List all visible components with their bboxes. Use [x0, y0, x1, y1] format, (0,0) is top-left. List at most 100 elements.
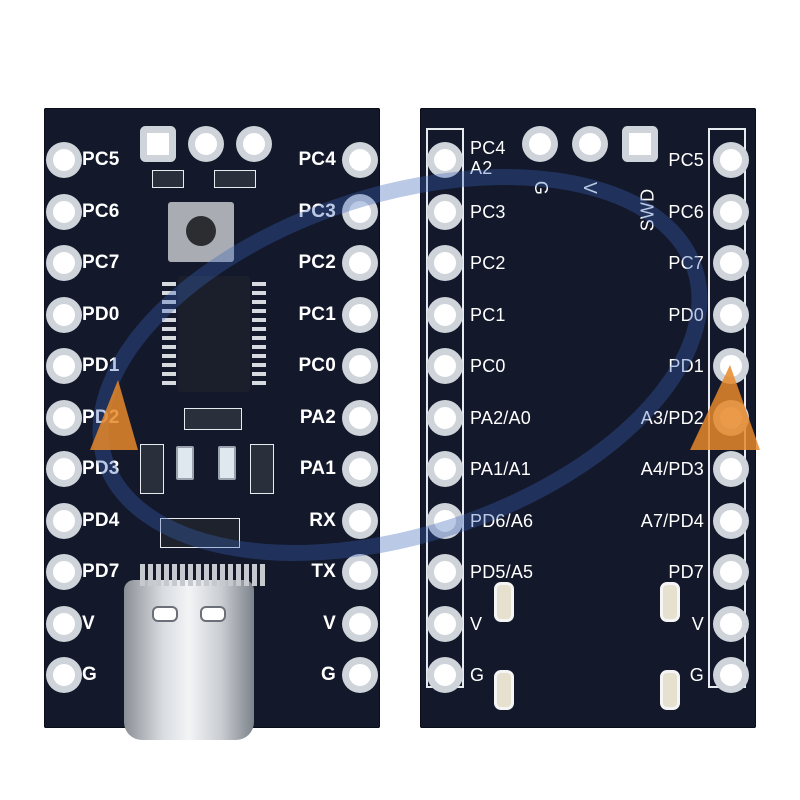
usb-contact [244, 564, 249, 586]
pin-label: PC3 [470, 201, 506, 222]
chip-lead [162, 363, 176, 367]
pin-pad [526, 130, 554, 158]
usb-slot-left [152, 606, 178, 622]
solder-jumper-pad [494, 582, 514, 622]
pin-label: RX [309, 509, 336, 531]
pin-pad [626, 130, 654, 158]
pin-pad [717, 300, 745, 329]
pin-label: G [470, 665, 485, 685]
pin-pad [431, 455, 459, 483]
chip-lead [162, 282, 176, 286]
pin-pad [717, 609, 745, 638]
pin-pad [50, 197, 78, 226]
pin-pad [431, 403, 459, 432]
usb-contact [212, 564, 217, 586]
pin-pad [431, 352, 459, 380]
pin-pad [431, 146, 459, 174]
pin-label: PC4 A2 [470, 138, 506, 178]
pin-pad [717, 146, 745, 174]
pin-pad [50, 403, 78, 432]
chip-lead [162, 381, 176, 385]
pin-label: PC1 [298, 303, 336, 325]
voltage-regulator [160, 518, 240, 548]
pin-pad [240, 130, 268, 158]
chip-lead [252, 300, 266, 304]
pin-label: PC2 [298, 252, 336, 273]
header-label: SWD [637, 188, 658, 232]
usb-contact [156, 564, 161, 586]
pin-pad [50, 455, 78, 483]
pin-label: A3/PD2 [640, 407, 704, 428]
pin-pad [717, 661, 745, 689]
led-right [218, 446, 236, 480]
pin-pad [346, 455, 374, 483]
pin-pad [717, 506, 745, 535]
header-label: G [531, 180, 552, 196]
chip-lead [252, 336, 266, 340]
chip-lead [252, 372, 266, 376]
usb-contact [140, 564, 145, 586]
pin-pad [346, 609, 374, 638]
pin-label: PA2/A0 [470, 407, 531, 428]
pin-label: PC6 [82, 200, 120, 222]
pin-pad [50, 661, 78, 689]
pin-label: PD5/A5 [470, 562, 534, 582]
chip-lead [162, 318, 176, 322]
pin-label: PD3 [82, 458, 120, 479]
chip-lead [162, 309, 176, 313]
pin-pad [50, 300, 78, 329]
pin-label: PD6/A6 [470, 510, 534, 531]
pin-label: PC2 [470, 253, 506, 273]
usb-contact [172, 564, 177, 586]
pin-pad [346, 352, 374, 380]
pin-pad [431, 506, 459, 535]
pin-label: PC5 [668, 150, 704, 170]
chip-lead [162, 336, 176, 340]
usb-c-connector [124, 580, 254, 740]
chip-lead [162, 354, 176, 358]
chip-lead [162, 291, 176, 295]
pin-pad [346, 197, 374, 226]
pin-label: A7/PD4 [640, 510, 704, 531]
reset-button [168, 202, 234, 262]
smd-resistor-left [140, 444, 164, 494]
pin-pad [346, 661, 374, 689]
pin-label: PD1 [668, 356, 704, 376]
usb-contact [196, 564, 201, 586]
pin-label: PC5 [82, 149, 120, 170]
pin-label: PD2 [82, 406, 120, 428]
chip-lead [162, 327, 176, 331]
pin-label: PC4 [298, 149, 336, 170]
pin-pad [346, 249, 374, 277]
chip-lead [252, 291, 266, 295]
pin-pad [50, 506, 78, 535]
pin-pad [50, 249, 78, 277]
chip-lead [252, 354, 266, 358]
pin-pad [431, 197, 459, 226]
pin-pad [192, 130, 220, 158]
chip-lead [252, 363, 266, 367]
pin-label: V [691, 613, 704, 634]
chip-lead [162, 345, 176, 349]
pin-pad [717, 197, 745, 226]
pin-pad [717, 249, 745, 277]
pin-label: PC0 [298, 355, 336, 376]
pin-label: PC3 [298, 200, 336, 222]
pin-pad [431, 609, 459, 638]
pin-pad [576, 130, 604, 158]
usb-contact [188, 564, 193, 586]
pin-label: G [321, 664, 336, 685]
pin-label: G [689, 665, 704, 685]
pin-pad [431, 249, 459, 277]
chip-lead [252, 381, 266, 385]
button-cap [186, 216, 216, 246]
pin-label: PD1 [82, 355, 120, 376]
usb-slot-right [200, 606, 226, 622]
pin-pad [50, 558, 78, 586]
pin-pad [346, 146, 374, 174]
chip-lead [162, 300, 176, 304]
chip-lead [162, 372, 176, 376]
pin-label: V [470, 613, 483, 634]
pin-label: PD0 [82, 303, 120, 325]
solder-jumper-pad [660, 670, 680, 710]
